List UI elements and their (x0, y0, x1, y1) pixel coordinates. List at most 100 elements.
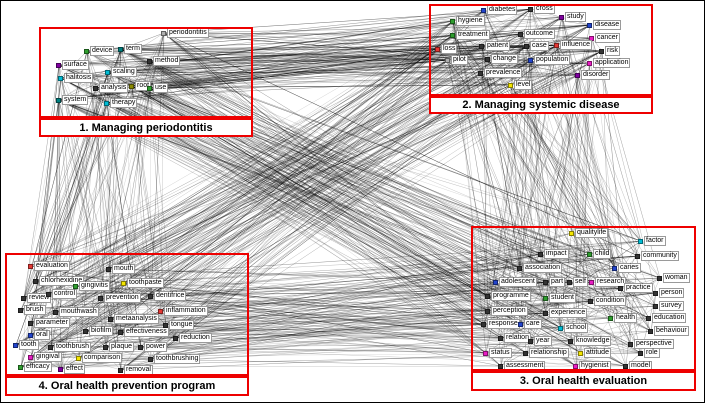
network-node-biofilm: biofilm (83, 326, 114, 336)
node-label: response (487, 319, 520, 329)
node-label: tongue (169, 320, 195, 330)
node-marker-icon (58, 366, 63, 372)
network-node-research: research (589, 277, 627, 287)
network-node-health: health (608, 313, 638, 323)
node-label: relationship (529, 348, 569, 358)
node-marker-icon (508, 82, 513, 88)
node-marker-icon (105, 69, 110, 75)
node-label: method (153, 56, 181, 66)
node-marker-icon (147, 85, 152, 91)
network-node-woman: woman (657, 273, 690, 283)
network-node-loss: loss (435, 44, 458, 54)
network-node-mouthwash: mouthwash (53, 307, 99, 317)
node-label: person (659, 288, 685, 298)
node-label: inflammation (164, 306, 208, 316)
node-marker-icon (618, 285, 623, 291)
node-label: disease (593, 20, 622, 30)
node-marker-icon (538, 251, 543, 257)
network-node-outcome: outcome (518, 29, 555, 39)
node-marker-icon (608, 315, 613, 321)
node-marker-icon (648, 328, 653, 334)
network-node-cross: cross (528, 4, 555, 14)
node-marker-icon (435, 46, 440, 52)
network-node-case: case (524, 41, 549, 51)
node-label: prevalence (484, 68, 523, 78)
node-label: programme (491, 291, 531, 301)
node-label: scaling (111, 67, 137, 77)
node-label: study (565, 12, 586, 22)
node-label: metaanalysis (114, 314, 159, 324)
node-marker-icon (528, 57, 533, 63)
node-marker-icon (543, 310, 548, 316)
network-node-relation: relation (498, 333, 531, 343)
node-marker-icon (646, 315, 651, 321)
network-node-disorder: disorder (575, 70, 611, 80)
node-marker-icon (56, 62, 61, 68)
node-marker-icon (18, 307, 23, 313)
node-marker-icon (543, 279, 548, 285)
node-label: gingivitis (79, 281, 110, 291)
network-node-gingivitis: gingivitis (73, 281, 110, 291)
node-label: mouth (112, 264, 136, 274)
network-node-control: control (46, 289, 78, 299)
network-node-cancer: cancer (589, 33, 621, 43)
network-node-therapy: therapy (104, 98, 138, 108)
network-node-surface: surface (56, 60, 89, 70)
node-marker-icon (523, 350, 528, 356)
node-label: application (593, 58, 631, 68)
network-node-analysis: analysis (93, 83, 129, 93)
node-marker-icon (118, 367, 123, 373)
node-marker-icon (567, 279, 572, 285)
node-marker-icon (98, 295, 103, 301)
node-label: level (514, 80, 533, 90)
network-node-effectiveness: effectiveness (118, 327, 169, 337)
node-marker-icon (498, 363, 503, 369)
network-node-response: response (481, 319, 520, 329)
node-label: assessment (504, 361, 546, 371)
node-label: research (595, 277, 627, 287)
network-node-mouth: mouth (106, 264, 136, 274)
node-label: diabetes (487, 5, 518, 15)
node-label: control (52, 289, 78, 299)
node-label: effect (64, 364, 85, 374)
network-node-oral: oral (28, 330, 50, 340)
node-label: care (524, 319, 542, 329)
node-marker-icon (575, 72, 580, 78)
node-label: disorder (581, 70, 611, 80)
network-node-plaque: plaque (103, 342, 135, 352)
node-label: toothpaste (127, 278, 164, 288)
network-node-toothbrush: toothbrush (48, 342, 92, 352)
node-label: population (534, 55, 571, 65)
node-label: behaviour (654, 326, 689, 336)
network-node-removal: removal (118, 365, 153, 375)
network-node-brush: brush (18, 305, 46, 315)
node-label: model (629, 361, 653, 371)
node-marker-icon (493, 279, 498, 285)
node-marker-icon (554, 42, 559, 48)
node-label: outcome (524, 29, 555, 39)
network-node-factor: factor (638, 236, 666, 246)
node-marker-icon (56, 97, 61, 103)
node-marker-icon (498, 335, 503, 341)
node-label: cancer (595, 33, 621, 43)
node-label: relation (504, 333, 531, 343)
node-label: tooth (19, 340, 39, 350)
network-node-toothpaste: toothpaste (121, 278, 164, 288)
node-label: dentifrice (154, 291, 187, 301)
node-marker-icon (518, 321, 523, 327)
node-label: knowledge (574, 336, 612, 346)
network-node-perception: perception (485, 306, 528, 316)
node-label: condition (594, 296, 627, 306)
node-marker-icon (93, 85, 98, 91)
network-node-model: model (623, 361, 653, 371)
node-label: evaluation (34, 261, 70, 271)
node-label: mouthwash (59, 307, 99, 317)
node-label: perception (491, 306, 528, 316)
node-label: reduction (179, 333, 212, 343)
network-node-programme: programme (485, 291, 531, 301)
network-node-method: method (147, 56, 181, 66)
network-node-hygiene: hygiene (450, 16, 485, 26)
network-node-toothbrushing: toothbrushing (148, 354, 201, 364)
node-label: impact (544, 249, 569, 259)
node-label: status (489, 348, 512, 358)
